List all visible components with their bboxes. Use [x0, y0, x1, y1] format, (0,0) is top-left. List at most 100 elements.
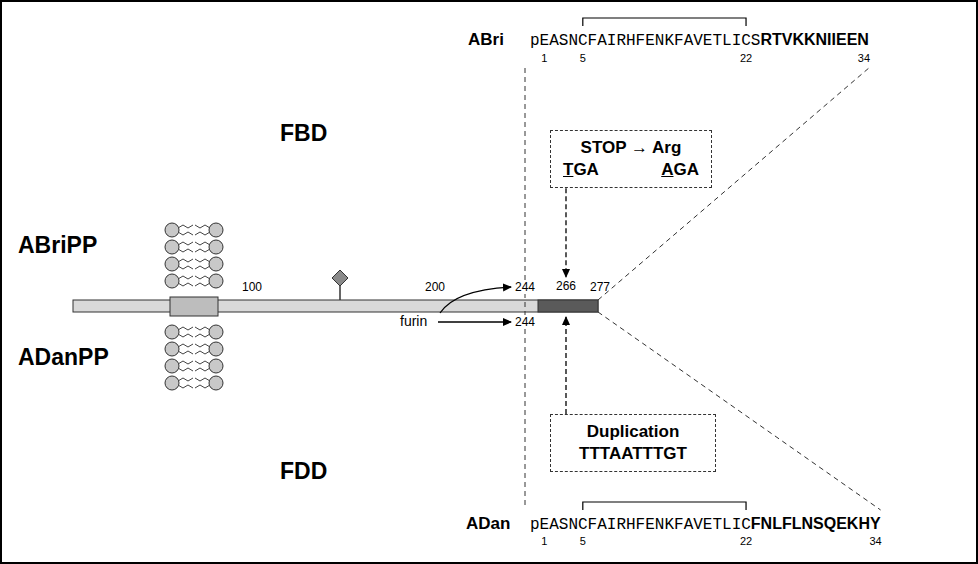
lipid-tail — [195, 225, 210, 228]
lipid-head — [165, 342, 179, 356]
disease-name: FDD — [280, 458, 327, 486]
residue-number: 266 — [556, 279, 576, 293]
lipid-tail — [178, 249, 193, 252]
codon: TGA — [563, 159, 599, 181]
peptide-sequence: pEASNCFAIRHFENKFAVETLICSRTVKKNIIEEN — [530, 30, 869, 51]
glycosylation-diamond — [332, 270, 348, 286]
residue-number: 34 — [858, 52, 870, 65]
disease-name: FBD — [280, 120, 327, 148]
residue-number: 1 — [541, 535, 547, 548]
lipid-tail — [195, 259, 210, 262]
enzyme-name: furin — [400, 313, 427, 330]
lipid-tail — [178, 378, 193, 381]
codon-base: GA — [573, 160, 599, 179]
lipid-head — [209, 325, 223, 339]
codon: AGA — [661, 159, 699, 181]
residue-number: 1 — [541, 52, 547, 65]
lipid-head — [165, 240, 179, 254]
peptide-name: ABri — [468, 30, 504, 50]
peptide-name: ADan — [466, 514, 510, 534]
mutation-arrow — [565, 317, 566, 414]
lipid-tail — [178, 351, 193, 354]
lipid-head — [165, 325, 179, 339]
lipid-tail — [195, 266, 210, 269]
residue-number: 5 — [580, 535, 586, 548]
precursor-bar — [73, 300, 598, 312]
lipid-head — [209, 342, 223, 356]
codon-base: A — [661, 160, 673, 179]
lipid-head — [165, 223, 179, 237]
lipid-tail — [178, 232, 193, 235]
residue-number: 100 — [242, 280, 262, 294]
lipid-tail — [178, 344, 193, 347]
lipid-bilayer — [165, 223, 223, 390]
sequence-common: pEASNCFAIRHFENKFAVETLIC — [530, 516, 751, 534]
sequence-common: pEASNCFAIRHFENKFAVETLICS — [530, 32, 760, 50]
precursor-name: ADanPP — [18, 344, 109, 372]
lipid-head — [209, 223, 223, 237]
sequence-variant: FNLFLNSQEKHY — [751, 515, 881, 532]
lipid-head — [165, 274, 179, 288]
furin-arrow — [440, 287, 511, 313]
glycosylation-stem — [339, 286, 341, 300]
furin-arrow — [438, 321, 511, 322]
codon-base: T — [563, 160, 573, 179]
sequence-variant: RTVKKNIIEEN — [760, 31, 868, 48]
disulfide-bracket — [583, 502, 746, 510]
zoom-line — [598, 312, 881, 510]
lipid-head — [209, 376, 223, 390]
lipid-tail — [195, 385, 210, 388]
lipid-head — [209, 257, 223, 271]
residue-number: 244 — [514, 280, 536, 294]
lipid-tail — [195, 249, 210, 252]
lipid-tail — [195, 368, 210, 371]
lipid-tail — [178, 259, 193, 262]
lipid-tail — [195, 232, 210, 235]
lipid-head — [209, 359, 223, 373]
lipid-tail — [178, 276, 193, 279]
lipid-tail — [195, 283, 210, 286]
residue-number: 277 — [590, 280, 610, 294]
lipid-head — [165, 257, 179, 271]
lipid-head — [165, 359, 179, 373]
codon-base: GA — [674, 160, 700, 179]
lipid-tail — [195, 242, 210, 245]
residue-number: 22 — [740, 52, 752, 65]
lipid-head — [165, 376, 179, 390]
mutation-box: STOP → ArgTGAAGA — [550, 130, 712, 188]
lipid-tail — [178, 242, 193, 245]
lipid-tail — [178, 361, 193, 364]
codon-row: TGAAGA — [563, 159, 699, 181]
lipid-tail — [178, 385, 193, 388]
lipid-head — [209, 240, 223, 254]
residue-number: 244 — [514, 315, 536, 329]
mutation-box: DuplicationTTTAATTTGT — [550, 414, 716, 472]
disulfide-bracket — [583, 18, 746, 26]
mutation-arrow — [565, 188, 566, 277]
lipid-tail — [195, 334, 210, 337]
lipid-tail — [195, 344, 210, 347]
mutation-text: Duplication — [563, 421, 703, 443]
lipid-tail — [178, 283, 193, 286]
residue-number: 5 — [580, 52, 586, 65]
precursor-name: ABriPP — [18, 232, 97, 260]
lipid-tail — [178, 327, 193, 330]
lipid-tail — [178, 225, 193, 228]
duplicated-sequence: TTTAATTTGT — [563, 443, 703, 465]
peptide-sequence: pEASNCFAIRHFENKFAVETLICFNLFLNSQEKHY — [530, 514, 881, 535]
mutation-text: STOP → Arg — [563, 137, 699, 159]
lipid-tail — [195, 351, 210, 354]
lipid-tail — [178, 334, 193, 337]
residue-number: 200 — [425, 280, 445, 294]
transmembrane-domain — [170, 297, 218, 316]
lipid-tail — [178, 266, 193, 269]
residue-number: 34 — [870, 535, 882, 548]
lipid-tail — [195, 276, 210, 279]
residue-number: 22 — [740, 535, 752, 548]
c-terminal-segment — [538, 300, 598, 312]
lipid-tail — [195, 378, 210, 381]
lipid-tail — [195, 327, 210, 330]
lipid-tail — [178, 368, 193, 371]
